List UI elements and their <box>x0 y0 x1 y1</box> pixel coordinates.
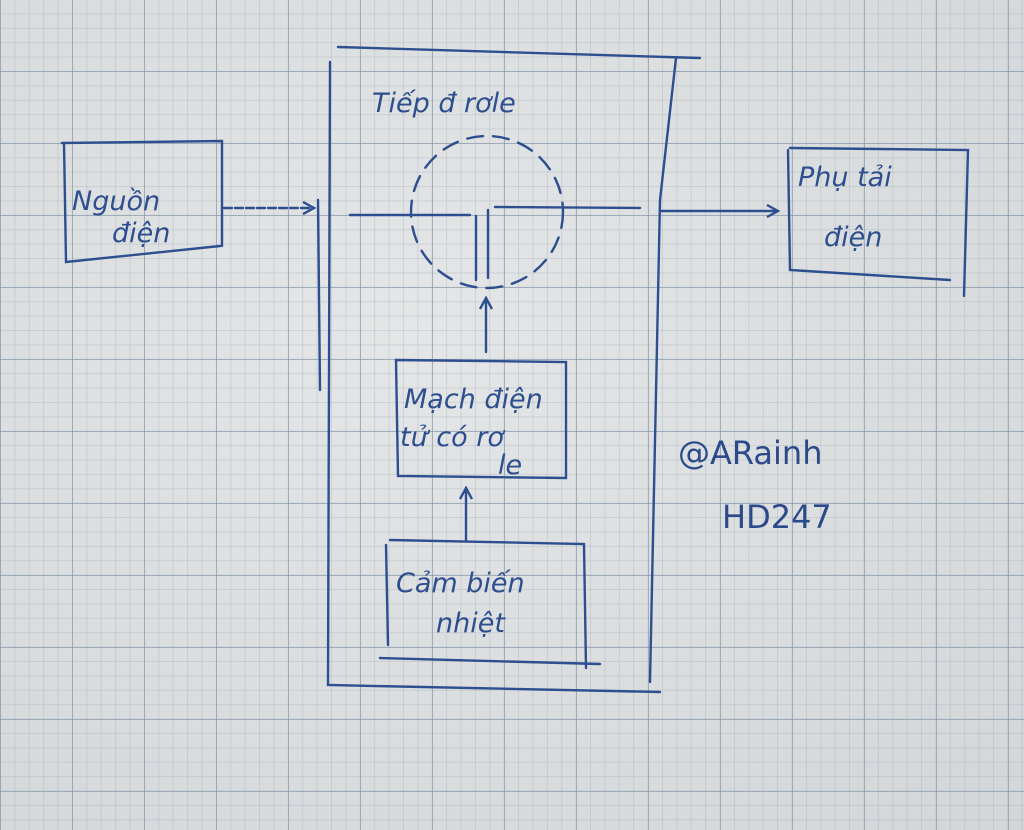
relay-contact-symbol <box>348 134 642 290</box>
watermark-line-2: HD247 <box>722 498 832 536</box>
sensor-label-1: Cảm biến <box>396 568 525 599</box>
relay-contact-title: Tiếp đ rơle <box>372 88 516 119</box>
load-box: Phụ tải điện <box>786 146 970 298</box>
circuit-label-1: Mạch điện <box>404 384 543 415</box>
sensor-label-2: nhiệt <box>436 608 506 639</box>
power-source-box: Nguồn điện <box>60 139 224 264</box>
watermark-line-1: @ARainh <box>678 434 822 472</box>
load-label-2: điện <box>824 222 882 253</box>
circuit-label-3: le <box>498 450 522 481</box>
power-source-label-2: điện <box>112 218 170 249</box>
power-source-label-1: Nguồn <box>72 186 160 217</box>
relay-system-box <box>316 45 702 694</box>
electronic-circuit-box: Mạch điện tử có rơ le <box>394 358 568 481</box>
load-label-1: Phụ tải <box>798 162 892 193</box>
circuit-label-2: tử có rơ <box>400 422 505 453</box>
temperature-sensor-box: Cảm biến nhiệt <box>378 538 602 670</box>
